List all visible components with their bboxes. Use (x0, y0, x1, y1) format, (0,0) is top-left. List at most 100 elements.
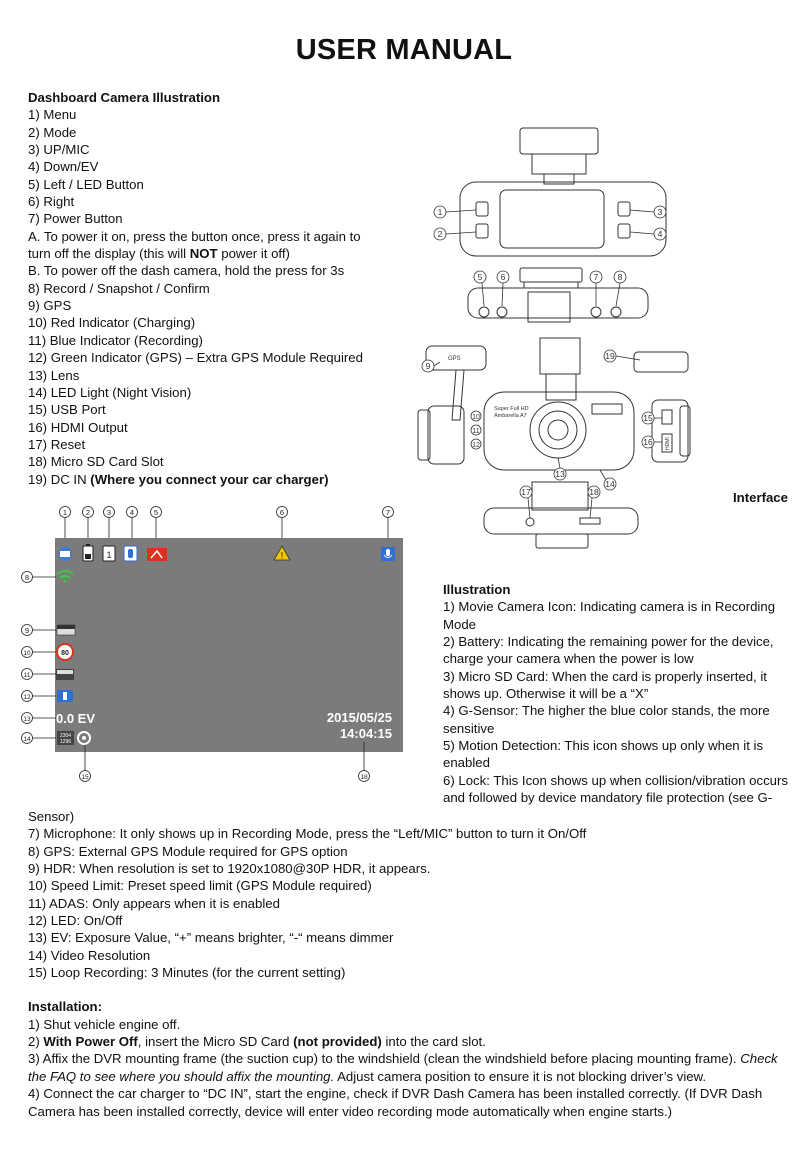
svg-text:5: 5 (478, 272, 483, 282)
dc-in-label: 19) DC IN (28, 471, 91, 487)
date-display: 2015/05/25 (327, 710, 392, 725)
hdr-icon (56, 624, 76, 636)
svg-text:8: 8 (25, 573, 29, 582)
install-step: 2) With Power Off, insert the Micro SD C… (28, 1034, 486, 1050)
diagram-callout: 18 (587, 485, 601, 519)
list-item: 13) EV: Exposure Value, “+” means bright… (28, 930, 394, 946)
svg-text:1296: 1296 (60, 739, 71, 745)
install-step: 3) Affix the DVR mounting frame (the suc… (28, 1051, 778, 1084)
power-on-bold: NOT (189, 246, 218, 262)
svg-text:15: 15 (81, 774, 89, 781)
svg-text:3: 3 (107, 508, 111, 517)
svg-text:12: 12 (472, 442, 480, 449)
svg-text:11: 11 (24, 672, 31, 679)
diagram-callout: 10 (470, 410, 482, 422)
screen-callout: 3 (103, 506, 115, 538)
list-item: 4) G-Sensor: The higher the blue color s… (443, 703, 770, 736)
camera-front-screen (499, 189, 605, 249)
list-item: 16) HDMI Output (28, 419, 128, 435)
svg-text:18: 18 (360, 774, 368, 781)
list-item: 6) Right (28, 194, 75, 210)
screen-callout: 10 (21, 646, 56, 658)
list-item: 14) Video Resolution (28, 947, 151, 963)
install-step: 1) Shut vehicle engine off. (28, 1016, 181, 1032)
svg-text:8: 8 (618, 272, 623, 282)
power-on-text: A. To power it on, press the button once… (28, 228, 361, 262)
diagram-callout: 3 (629, 205, 667, 219)
lens-ring (529, 401, 587, 459)
button-list: Dashboard Camera Illustration 1) Menu 2)… (28, 89, 373, 488)
diagram-callout: 13 (553, 457, 567, 481)
led-icon (57, 690, 73, 702)
svg-text:6: 6 (501, 272, 506, 282)
svg-text:17: 17 (521, 487, 531, 497)
list-item: 1) Menu (28, 107, 77, 123)
diagram-callout: 8 (613, 270, 627, 307)
svg-text:10: 10 (23, 650, 31, 657)
installation-heading: Installation: (28, 999, 102, 1015)
list-item: 15) Loop Recording: 3 Minutes (for the c… (28, 965, 346, 981)
list-item-dc-in: 19) DC IN (Where you connect your car ch… (28, 471, 373, 488)
lens-text-1: Super Full HD (494, 406, 529, 412)
list-item: 8) GPS: External GPS Module required for… (28, 843, 348, 859)
hdmi-label: HDMI (665, 437, 671, 450)
screen-callout: 1 (59, 506, 71, 538)
svg-text:7: 7 (386, 508, 390, 517)
list-item: 8) Record / Snapshot / Confirm (28, 280, 210, 296)
page-title: USER MANUAL (295, 34, 513, 66)
list-item: 5) Motion Detection: This icon shows up … (443, 738, 764, 771)
list-item: 10) Red Indicator (Charging) (28, 315, 196, 331)
list-item: 17) Reset (28, 436, 86, 452)
list-item: 7) Power Button (28, 211, 123, 227)
camera-left-side (427, 405, 465, 465)
power-on-text-end: power it off) (217, 246, 290, 262)
diagram-callout: 14 (599, 469, 617, 491)
speed-limit-icon: 80 (56, 643, 74, 661)
diagram-callout: 12 (470, 438, 482, 450)
illustration-list-heading: Illustration (443, 582, 511, 597)
svg-text:2: 2 (438, 229, 443, 239)
screen-callout: 11 (21, 668, 56, 680)
list-item: 6) Lock: This Icon shows up when collisi… (443, 772, 788, 806)
list-item: 11) ADAS: Only appears when it is enable… (28, 895, 280, 911)
diagram-callout: 4 (629, 227, 667, 241)
screen-interface-diagram: 1 2 3 4 5 6 7 8 9 10 11 12 13 14 15 18 1… (21, 506, 403, 782)
list-item: 3) Micro SD Card: When the card is prope… (443, 668, 767, 702)
svg-text:13: 13 (555, 469, 565, 479)
install-step: 4) Connect the car charger to “DC IN”, s… (28, 1086, 763, 1119)
list-item: 11) Blue Indicator (Recording) (28, 332, 203, 348)
diagram-callout: 16 (641, 435, 662, 449)
svg-text:14: 14 (23, 736, 31, 743)
list-item: 3) UP/MIC (28, 142, 90, 158)
mount-top (519, 127, 599, 155)
svg-text:9: 9 (426, 361, 431, 371)
microphone-icon (381, 547, 395, 561)
illustration-heading: Dashboard Camera Illustration (28, 90, 220, 105)
screen-panel (55, 538, 403, 752)
time-display: 14:04:15 (340, 726, 392, 741)
svg-text:2: 2 (86, 508, 90, 517)
list-item: 18) Micro SD Card Slot (28, 454, 164, 470)
svg-text:80: 80 (61, 650, 69, 657)
battery-icon (82, 544, 94, 562)
screen-callout: 9 (21, 624, 56, 636)
svg-text:9: 9 (25, 626, 29, 635)
svg-text:12: 12 (23, 694, 31, 701)
diagram-callout: 9 (421, 359, 441, 373)
power-on-note: A. To power it on, press the button once… (28, 228, 373, 263)
list-item: 12) Green Indicator (GPS) – Extra GPS Mo… (28, 350, 363, 366)
dc-in-mount (633, 351, 689, 373)
screen-callout: 18 (358, 742, 370, 782)
list-item: 5) Left / LED Button (28, 176, 144, 192)
screen-callout: 12 (21, 690, 56, 702)
g-sensor-icon (123, 545, 138, 562)
diagram-callout: 5 (473, 270, 487, 307)
list-item: 7) Microphone: It only shows up in Recor… (28, 826, 587, 842)
svg-text:1: 1 (106, 550, 111, 560)
svg-text:3: 3 (658, 207, 663, 217)
dc-in-bold: (Where you connect your car charger) (90, 471, 329, 487)
camera-diagram: 1 2 3 4 5 6 7 8 9 10 11 12 13 14 15 16 1… (417, 127, 691, 549)
interface-label: Interface (733, 490, 788, 505)
svg-text:13: 13 (23, 716, 31, 723)
